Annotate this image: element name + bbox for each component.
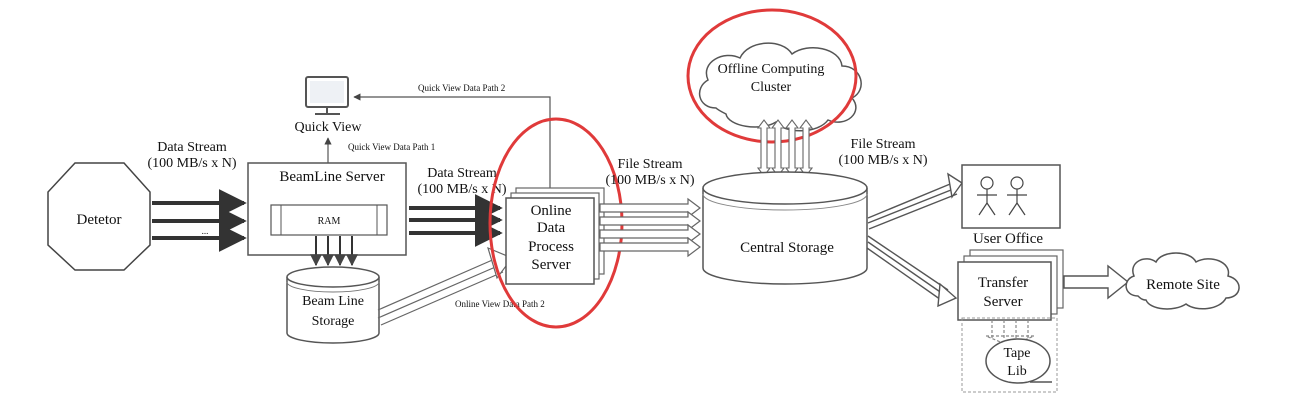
user-office-label: User Office (973, 231, 1043, 247)
beamline-server-label: BeamLine Server (279, 169, 384, 185)
user-icon (1007, 176, 1027, 216)
central-to-user-office-arrows (867, 172, 963, 230)
transfer-to-remote-arrow (1063, 264, 1130, 300)
monitor-icon (305, 76, 349, 115)
online-to-central-arrows (599, 197, 701, 258)
tape-lib-label-1: Tape (1003, 346, 1030, 361)
central-storage-node: Central Storage (702, 171, 868, 285)
beamline-server-node: BeamLine Server RAM (247, 162, 407, 256)
cloud-icon: Remote Site (1125, 252, 1240, 310)
central-to-transfer-arrows (866, 235, 958, 308)
online-view-path-2-arrow (377, 246, 513, 326)
svg-text:Data Stream: Data Stream (427, 166, 497, 181)
quick-view-path-2-arrow (353, 93, 551, 195)
beamline-storage-label-2: Storage (312, 314, 355, 329)
ram-to-storage-arrows (310, 236, 358, 267)
svg-text:(100 MB/s x N): (100 MB/s x N) (417, 182, 506, 197)
svg-text:Online: Online (531, 203, 572, 219)
remote-site-label: Remote Site (1146, 277, 1220, 293)
svg-text:Transfer: Transfer (978, 275, 1028, 291)
central-storage-label: Central Storage (740, 240, 834, 256)
online-view-path-2-label: Online View Data Path 2 (455, 299, 545, 309)
svg-text:File Stream: File Stream (618, 157, 683, 172)
data-stream-label-2: Data Stream (100 MB/s x N) (417, 166, 506, 197)
tape-lib-node: Tape Lib (961, 317, 1058, 393)
beamline-to-online-arrows (409, 194, 503, 247)
file-stream-label-2: File Stream (100 MB/s x N) (838, 137, 927, 168)
ram-label: RAM (318, 216, 341, 227)
tape-lib-label-2: Lib (1007, 364, 1026, 379)
offline-cluster-label-2: Cluster (751, 80, 792, 95)
quick-view-label: Quick View (295, 120, 363, 135)
transfer-server-node: Transfer Server (957, 249, 1064, 321)
svg-text:Data Stream: Data Stream (157, 140, 227, 155)
svg-text:File Stream: File Stream (851, 137, 916, 152)
user-office-node: User Office (961, 164, 1061, 247)
ellipsis-label: ... (202, 226, 209, 236)
svg-text:(100 MB/s x N): (100 MB/s x N) (605, 173, 694, 188)
cloud-icon: Offline Computing Cluster (698, 42, 862, 132)
detector-node: Detetor (47, 162, 151, 271)
offline-cluster-highlight (686, 8, 858, 144)
svg-text:Data: Data (537, 220, 566, 236)
data-stream-label-1: Data Stream (100 MB/s x N) (147, 140, 236, 171)
ram-block: RAM (270, 204, 388, 236)
file-stream-label-1: File Stream (100 MB/s x N) (605, 157, 694, 188)
beamline-storage-label-1: Beam Line (302, 294, 364, 309)
detector-label: Detetor (77, 212, 122, 228)
offline-cluster-label-1: Offline Computing (718, 62, 825, 77)
quick-view-path-2-label: Quick View Data Path 2 (418, 83, 505, 93)
online-server-node: Online Data Process Server (505, 187, 605, 285)
svg-text:Server: Server (531, 257, 570, 273)
quick-view-path-1-label: Quick View Data Path 1 (348, 142, 435, 152)
cluster-storage-arrows (756, 119, 814, 177)
detector-data-stream-arrows (152, 189, 247, 252)
svg-text:Server: Server (983, 294, 1022, 310)
svg-text:(100 MB/s x N): (100 MB/s x N) (147, 156, 236, 171)
svg-text:Process: Process (528, 239, 574, 255)
svg-text:(100 MB/s x N): (100 MB/s x N) (838, 153, 927, 168)
user-icon (977, 176, 997, 216)
beamline-storage-node: Beam Line Storage (286, 266, 380, 344)
